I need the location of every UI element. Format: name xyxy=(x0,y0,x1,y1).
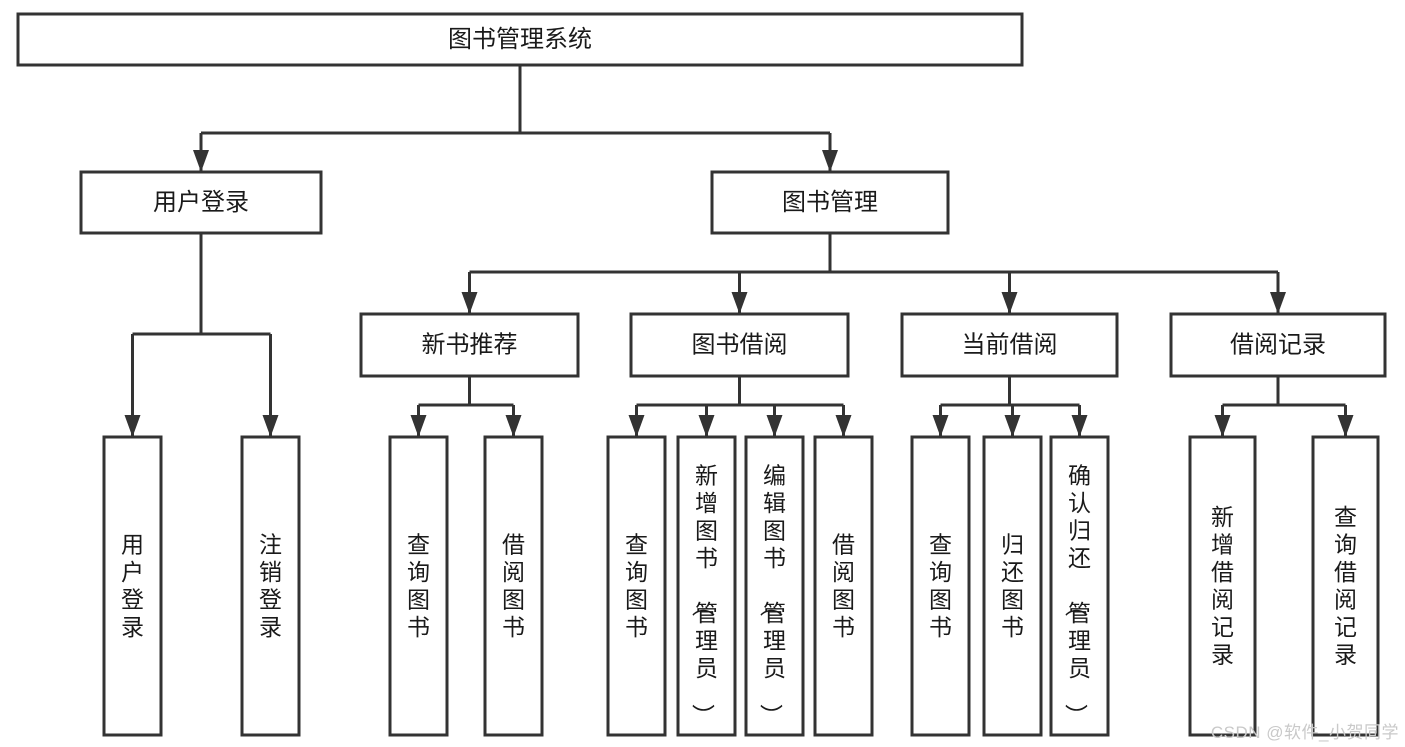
node-label: 确认归还（管理员） xyxy=(1063,463,1091,727)
node-box[interactable] xyxy=(813,435,874,737)
node-leaf-add-book[interactable]: 新增图书（管理员） xyxy=(676,435,737,737)
node-leaf-query-book-1[interactable]: 查询图书 xyxy=(388,435,449,737)
arrow-head-icon xyxy=(1001,292,1018,314)
node-box[interactable] xyxy=(900,312,1119,378)
node-label: 查询图书 xyxy=(929,531,952,640)
arrow-head-icon xyxy=(766,415,783,437)
node-label: 图书管理系统 xyxy=(448,26,592,53)
watermark: CSDN @软件_小贺同学 xyxy=(1210,723,1399,742)
node-label: 新增借阅记录 xyxy=(1211,504,1234,668)
node-current-borrow[interactable]: 当前借阅 xyxy=(900,312,1119,378)
node-leaf-edit-book[interactable]: 编辑图书（管理员） xyxy=(744,435,805,737)
arrow-head-icon xyxy=(1004,415,1021,437)
node-box[interactable] xyxy=(102,435,163,737)
arrow-head-icon xyxy=(1071,415,1088,437)
node-label: 借阅记录 xyxy=(1230,331,1326,358)
node-leaf-add-record[interactable]: 新增借阅记录 xyxy=(1188,435,1257,737)
node-label: 查询图书 xyxy=(625,531,648,640)
node-label: 编辑图书（管理员） xyxy=(758,463,786,727)
node-box[interactable] xyxy=(16,12,1024,67)
arrow-head-icon xyxy=(628,415,645,437)
node-leaf-query-book-2[interactable]: 查询图书 xyxy=(606,435,667,737)
node-leaf-query-book-3[interactable]: 查询图书 xyxy=(910,435,971,737)
node-box[interactable] xyxy=(359,312,580,378)
node-box[interactable] xyxy=(1188,435,1257,737)
node-book-mgmt[interactable]: 图书管理 xyxy=(710,170,950,235)
node-box[interactable] xyxy=(1311,435,1380,737)
arrow-head-icon xyxy=(835,415,852,437)
node-label: 注销登录 xyxy=(259,531,282,640)
node-label: 当前借阅 xyxy=(962,331,1058,358)
node-label: 用户登录 xyxy=(121,531,144,640)
arrow-head-icon xyxy=(124,415,141,437)
node-leaf-confirm-return[interactable]: 确认归还（管理员） xyxy=(1049,435,1110,737)
arrow-head-icon xyxy=(1337,415,1354,437)
node-root[interactable]: 图书管理系统 xyxy=(16,12,1024,67)
arrow-head-icon xyxy=(822,150,838,172)
node-label: 借阅图书 xyxy=(502,531,525,640)
node-label: 新增图书（管理员） xyxy=(690,463,718,727)
arrow-head-icon xyxy=(262,415,279,437)
node-box[interactable] xyxy=(629,312,850,378)
node-leaf-borrow-book-1[interactable]: 借阅图书 xyxy=(483,435,544,737)
node-new-book-rec[interactable]: 新书推荐 xyxy=(359,312,580,378)
node-leaf-query-record[interactable]: 查询借阅记录 xyxy=(1311,435,1380,737)
arrow-head-icon xyxy=(731,292,748,314)
node-label: 查询图书 xyxy=(407,531,430,640)
node-label: 图书借阅 xyxy=(692,331,788,358)
node-leaf-borrow-book-2[interactable]: 借阅图书 xyxy=(813,435,874,737)
node-box[interactable] xyxy=(606,435,667,737)
node-box[interactable] xyxy=(982,435,1043,737)
node-box[interactable] xyxy=(1049,435,1110,737)
arrow-head-icon xyxy=(1214,415,1231,437)
edges-layer xyxy=(124,65,1354,437)
arrow-head-icon xyxy=(1270,292,1286,314)
node-leaf-user-logout[interactable]: 注销登录 xyxy=(240,435,301,737)
node-label: 借阅图书 xyxy=(832,531,855,640)
node-label: 用户登录 xyxy=(153,189,249,216)
node-label: 新书推荐 xyxy=(422,331,518,358)
arrow-head-icon xyxy=(193,150,209,172)
node-box[interactable] xyxy=(910,435,971,737)
arrow-head-icon xyxy=(410,415,427,437)
node-label: 归还图书 xyxy=(1001,531,1024,640)
node-box[interactable] xyxy=(1169,312,1387,378)
node-box[interactable] xyxy=(240,435,301,737)
arrow-head-icon xyxy=(932,415,949,437)
node-borrow-record[interactable]: 借阅记录 xyxy=(1169,312,1387,378)
node-label: 图书管理 xyxy=(782,189,878,216)
node-box[interactable] xyxy=(483,435,544,737)
node-box[interactable] xyxy=(676,435,737,737)
node-book-borrow[interactable]: 图书借阅 xyxy=(629,312,850,378)
node-user-login[interactable]: 用户登录 xyxy=(79,170,323,235)
node-box[interactable] xyxy=(710,170,950,235)
node-leaf-return-book[interactable]: 归还图书 xyxy=(982,435,1043,737)
node-box[interactable] xyxy=(388,435,449,737)
arrow-head-icon xyxy=(698,415,715,437)
arrow-head-icon xyxy=(505,415,522,437)
arrow-head-icon xyxy=(461,292,478,314)
nodes-layer: 图书管理系统用户登录图书管理新书推荐图书借阅当前借阅借阅记录用户登录注销登录查询… xyxy=(16,12,1387,737)
node-leaf-user-login[interactable]: 用户登录 xyxy=(102,435,163,737)
node-label: 查询借阅记录 xyxy=(1334,504,1357,668)
node-box[interactable] xyxy=(79,170,323,235)
node-box[interactable] xyxy=(744,435,805,737)
